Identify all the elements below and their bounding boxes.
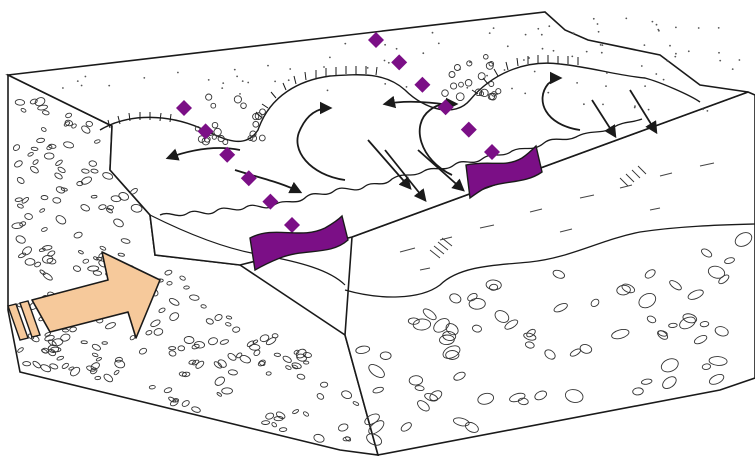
surface-dot xyxy=(528,57,530,59)
surface-dot xyxy=(523,59,525,61)
surface-dot xyxy=(597,23,599,25)
surface-dot xyxy=(242,80,244,82)
surface-dot xyxy=(525,34,527,36)
surface-dot xyxy=(600,44,602,46)
surface-dot xyxy=(438,43,440,45)
surface-dot xyxy=(274,81,276,83)
surface-dot xyxy=(707,110,709,112)
surface-dot xyxy=(648,109,650,111)
surface-dot xyxy=(384,83,386,85)
surface-dot xyxy=(236,76,238,78)
surface-dot xyxy=(367,67,369,69)
surface-dot xyxy=(674,56,676,58)
surface-dot xyxy=(625,18,627,20)
surface-dot xyxy=(576,82,578,84)
surface-dot xyxy=(466,87,468,89)
surface-dot xyxy=(388,62,390,64)
surface-dot xyxy=(432,32,434,34)
surface-dot xyxy=(598,31,600,33)
surface-dot xyxy=(177,72,179,74)
surface-dot xyxy=(384,60,386,62)
surface-dot xyxy=(524,93,526,95)
surface-dot xyxy=(732,68,734,70)
surface-dot xyxy=(85,76,87,78)
surface-dot xyxy=(396,48,398,50)
surface-dot xyxy=(602,44,604,46)
surface-dot xyxy=(534,71,536,73)
surface-dot xyxy=(239,93,241,95)
surface-dot xyxy=(247,82,249,84)
surface-dot xyxy=(655,73,657,75)
surface-dot xyxy=(537,28,539,30)
surface-dot xyxy=(675,53,677,55)
surface-dot xyxy=(548,25,550,27)
surface-dot xyxy=(586,51,588,53)
surface-dot xyxy=(669,45,671,47)
surface-dot xyxy=(601,52,603,54)
surface-dot xyxy=(489,32,491,34)
surface-dot xyxy=(657,29,659,31)
surface-dot xyxy=(652,21,654,23)
surface-dot xyxy=(606,72,608,74)
surface-dot xyxy=(718,52,720,54)
surface-dot xyxy=(602,104,604,106)
surface-dot xyxy=(644,44,646,46)
surface-dot xyxy=(143,77,145,79)
surface-dot xyxy=(221,87,223,89)
surface-dot xyxy=(718,27,720,29)
surface-dot xyxy=(571,56,573,58)
surface-dot xyxy=(344,43,346,45)
surface-dot xyxy=(656,24,658,26)
surface-dot xyxy=(542,48,544,50)
surface-dot xyxy=(507,45,509,47)
surface-dot xyxy=(384,44,386,46)
surface-dot xyxy=(663,79,665,81)
surface-dot xyxy=(634,107,636,109)
surface-dot xyxy=(583,103,585,105)
surface-dot xyxy=(329,57,331,59)
surface-dot xyxy=(541,34,543,36)
surface-dot xyxy=(62,87,64,89)
surface-dot xyxy=(593,18,595,20)
surface-dot xyxy=(77,80,79,82)
surface-dot xyxy=(486,75,488,77)
surface-dot xyxy=(605,85,607,87)
surface-dot xyxy=(493,27,495,29)
surface-dot xyxy=(504,69,506,71)
surface-dot xyxy=(641,65,643,67)
surface-dot xyxy=(323,66,325,68)
surface-dot xyxy=(688,50,690,52)
surface-dot xyxy=(675,27,677,29)
surface-dot xyxy=(511,88,513,90)
surface-dot xyxy=(327,90,329,92)
surface-dot xyxy=(267,65,269,67)
surface-dot xyxy=(288,79,290,81)
surface-dot xyxy=(702,108,704,110)
surface-dot xyxy=(667,60,669,62)
surface-dot xyxy=(406,86,408,88)
surface-dot xyxy=(208,79,210,81)
surface-dot xyxy=(553,50,555,52)
surface-dot xyxy=(644,85,646,87)
surface-dot xyxy=(108,85,110,87)
surface-dot xyxy=(719,60,721,62)
surface-dot xyxy=(547,92,549,94)
surface-dot xyxy=(573,32,575,34)
surface-dot xyxy=(289,68,291,70)
surface-dot xyxy=(422,52,424,54)
surface-dot xyxy=(234,69,236,71)
surface-dot xyxy=(81,85,83,87)
surface-dot xyxy=(222,82,224,84)
surface-dot xyxy=(739,59,741,61)
surface-dot xyxy=(698,27,700,29)
